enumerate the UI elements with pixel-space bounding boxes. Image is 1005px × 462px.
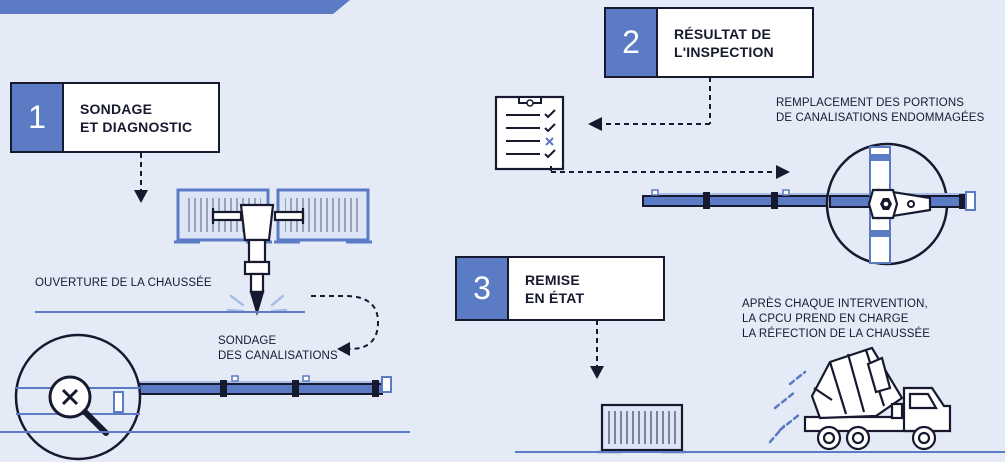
jackhammer-icon [211,203,305,316]
step-2-box: 2 RÉSULTAT DE L'INSPECTION [604,7,814,78]
arrow-step2-right [550,165,790,179]
step-3-number: 3 [457,258,509,319]
label-opening: OUVERTURE DE LA CHAUSSÉE [35,277,212,289]
arrow-curve [311,295,380,356]
corner-band [0,0,350,14]
label-after: APRÈS CHAQUE INTERVENTION, LA CPCU PREND… [742,298,931,340]
splash-marks [768,370,807,444]
step-1-title: SONDAGE ET DIAGNOSTIC [80,100,193,135]
cement-truck-icon [803,346,952,451]
impact-marks [226,294,288,313]
step-2-number: 2 [606,9,658,76]
step-1-box: 1 SONDAGE ET DIAGNOSTIC [10,82,220,153]
step-1-number: 1 [12,84,64,151]
magnifier-x-icon [14,333,142,461]
barrier-icon [174,188,372,244]
barrier-icon-2 [598,403,686,454]
step-3-title: REMISE EN ÉTAT [525,271,585,306]
arrow-step2-left [588,77,711,131]
pipe-icon [119,375,392,397]
wrench-icon [825,142,976,266]
checklist-icon [494,95,565,171]
label-replacement: REMPLACEMENT DES PORTIONS DE CANALISATIO… [776,97,985,124]
step-2-title: RÉSULTAT DE L'INSPECTION [674,25,774,60]
label-probing: SONDAGE DES CANALISATIONS [218,335,338,362]
arrow-step1-down [134,153,148,203]
step-3-box: 3 REMISE EN ÉTAT [455,256,665,321]
pipe-icon-2 [642,189,844,209]
arrow-step3-down [590,320,604,379]
